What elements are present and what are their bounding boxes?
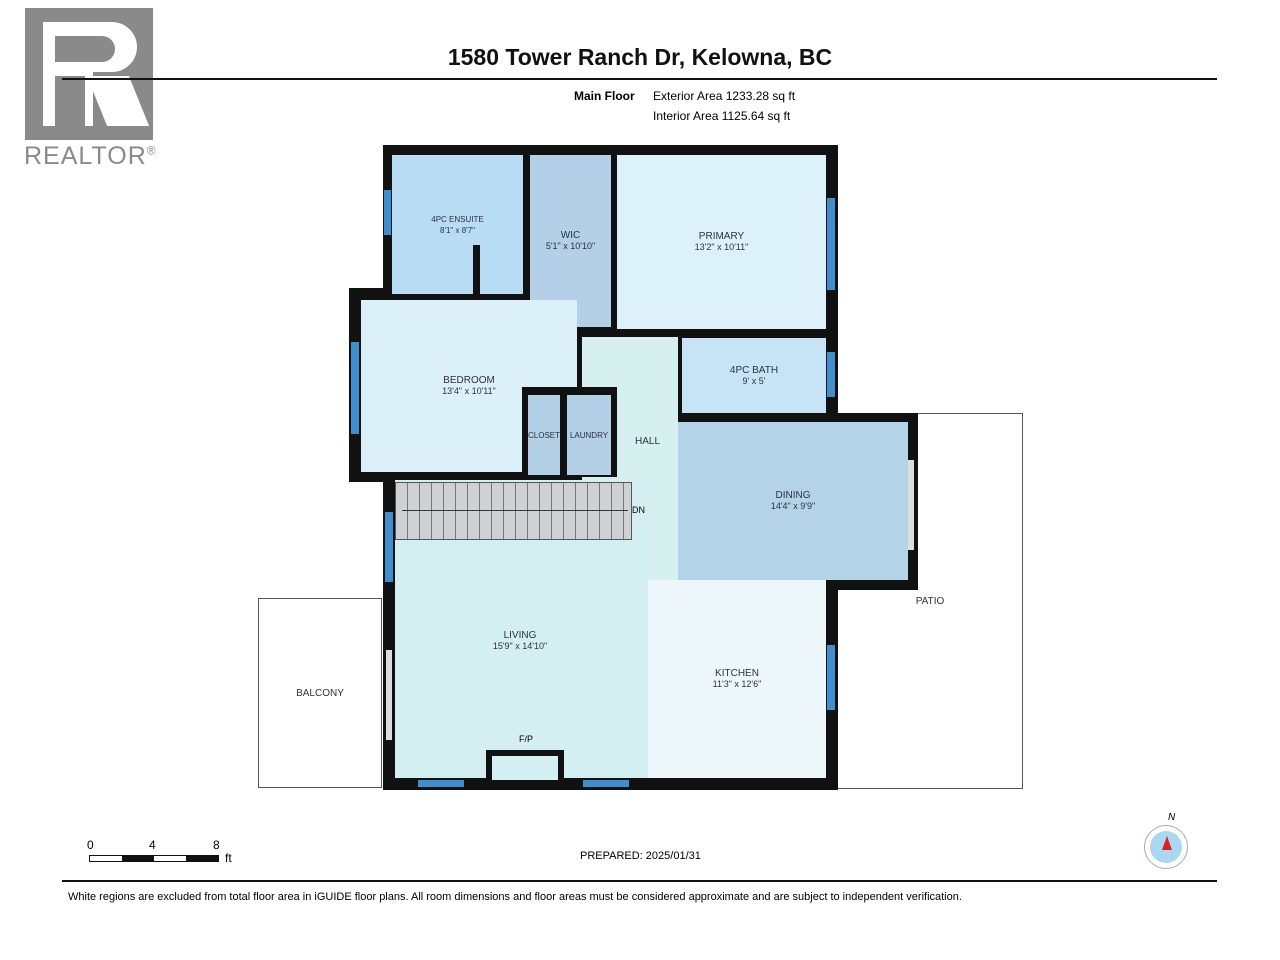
fireplace-label: F/P <box>519 734 534 744</box>
room-closet: CLOSET <box>528 395 560 475</box>
scale-label: 0 <box>87 838 94 852</box>
scale-label: 8 <box>213 838 220 852</box>
window <box>385 512 393 582</box>
window <box>351 342 359 434</box>
compass-icon <box>1144 825 1188 869</box>
window <box>827 198 835 290</box>
header-divider <box>62 78 1217 80</box>
scale-unit: ft <box>225 851 232 865</box>
stairs-label: DN <box>632 505 645 515</box>
realtor-logo-text: REALTOR® <box>24 142 157 170</box>
realtor-logo <box>25 8 153 140</box>
window <box>583 780 629 787</box>
sliding-door <box>386 650 392 740</box>
interior-area: Interior Area 1125.64 sq ft <box>653 109 791 123</box>
sliding-door <box>908 460 914 550</box>
prepared-date: PREPARED: 2025/01/31 <box>580 850 701 862</box>
footer-divider <box>62 880 1217 882</box>
compass-north: N <box>1168 812 1176 823</box>
hall-label: HALL <box>635 436 661 447</box>
window <box>384 190 391 235</box>
stairs <box>395 482 632 540</box>
scale-label: 4 <box>149 838 156 852</box>
window <box>827 352 835 397</box>
floor-name: Main Floor <box>574 89 635 103</box>
window <box>827 645 835 710</box>
window <box>418 780 464 787</box>
exterior-area: Exterior Area 1233.28 sq ft <box>653 89 796 103</box>
fireplace <box>486 750 564 780</box>
stairs-line <box>402 510 628 511</box>
room-laundry: LAUNDRY <box>567 395 611 475</box>
balcony: BALCONY <box>258 598 382 788</box>
disclaimer: White regions are excluded from total fl… <box>68 891 962 903</box>
page-title: 1580 Tower Ranch Dr, Kelowna, BC <box>447 44 833 70</box>
